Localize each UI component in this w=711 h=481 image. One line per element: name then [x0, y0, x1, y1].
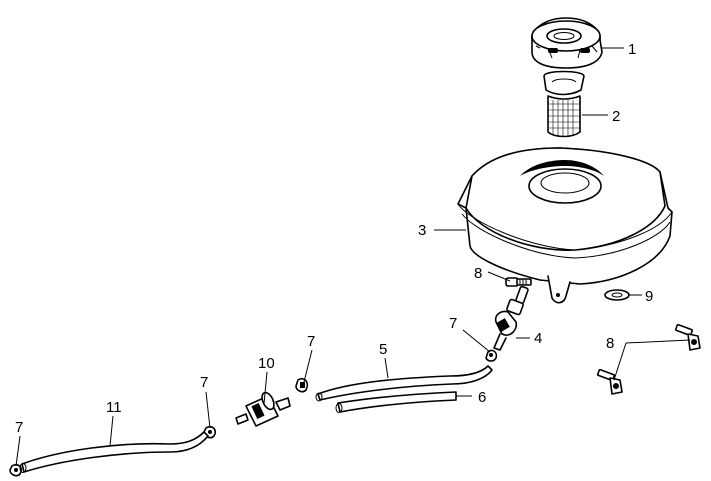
- fuel-hose-icon[interactable]: [315, 365, 493, 402]
- callout-3: 3: [418, 222, 426, 239]
- callout-9: 9: [645, 288, 653, 305]
- callout-7-end: 7: [15, 419, 23, 436]
- fuel-tank-icon[interactable]: [457, 147, 673, 304]
- bolt-icon[interactable]: [674, 323, 701, 351]
- bolt-icon[interactable]: [505, 277, 532, 287]
- callout-4: 4: [534, 330, 542, 347]
- callout-7-hose: 7: [200, 374, 208, 391]
- callout-7-filter: 7: [307, 333, 315, 350]
- callout-2: 2: [612, 108, 620, 125]
- callout-6: 6: [478, 389, 486, 406]
- fuel-valve-icon[interactable]: [493, 285, 529, 351]
- callout-7-valve: 7: [449, 315, 457, 332]
- callout-10: 10: [258, 355, 275, 372]
- callout-8-bolts: 8: [606, 335, 614, 352]
- hose-clip-icon[interactable]: [295, 377, 309, 393]
- callout-1: 1: [628, 41, 636, 58]
- strainer-icon[interactable]: [543, 70, 585, 138]
- callout-11: 11: [106, 399, 122, 416]
- callout-5: 5: [379, 341, 387, 358]
- leader-lines: [15, 47, 691, 467]
- callout-labels: 1 2 3 4 5 6 7 7 7 7 8 8 9 10 11: [15, 41, 653, 436]
- fuel-hose-icon[interactable]: [19, 431, 209, 473]
- washer-icon[interactable]: [604, 289, 630, 301]
- hose-clip-icon[interactable]: [9, 463, 23, 477]
- fuel-cap-icon[interactable]: [531, 17, 603, 69]
- hose-clip-icon[interactable]: [485, 349, 498, 362]
- callout-8-tank: 8: [474, 265, 482, 282]
- fuel-hose-icon[interactable]: [335, 391, 457, 413]
- bolt-icon[interactable]: [596, 368, 623, 395]
- fuel-filter-icon[interactable]: [235, 391, 291, 427]
